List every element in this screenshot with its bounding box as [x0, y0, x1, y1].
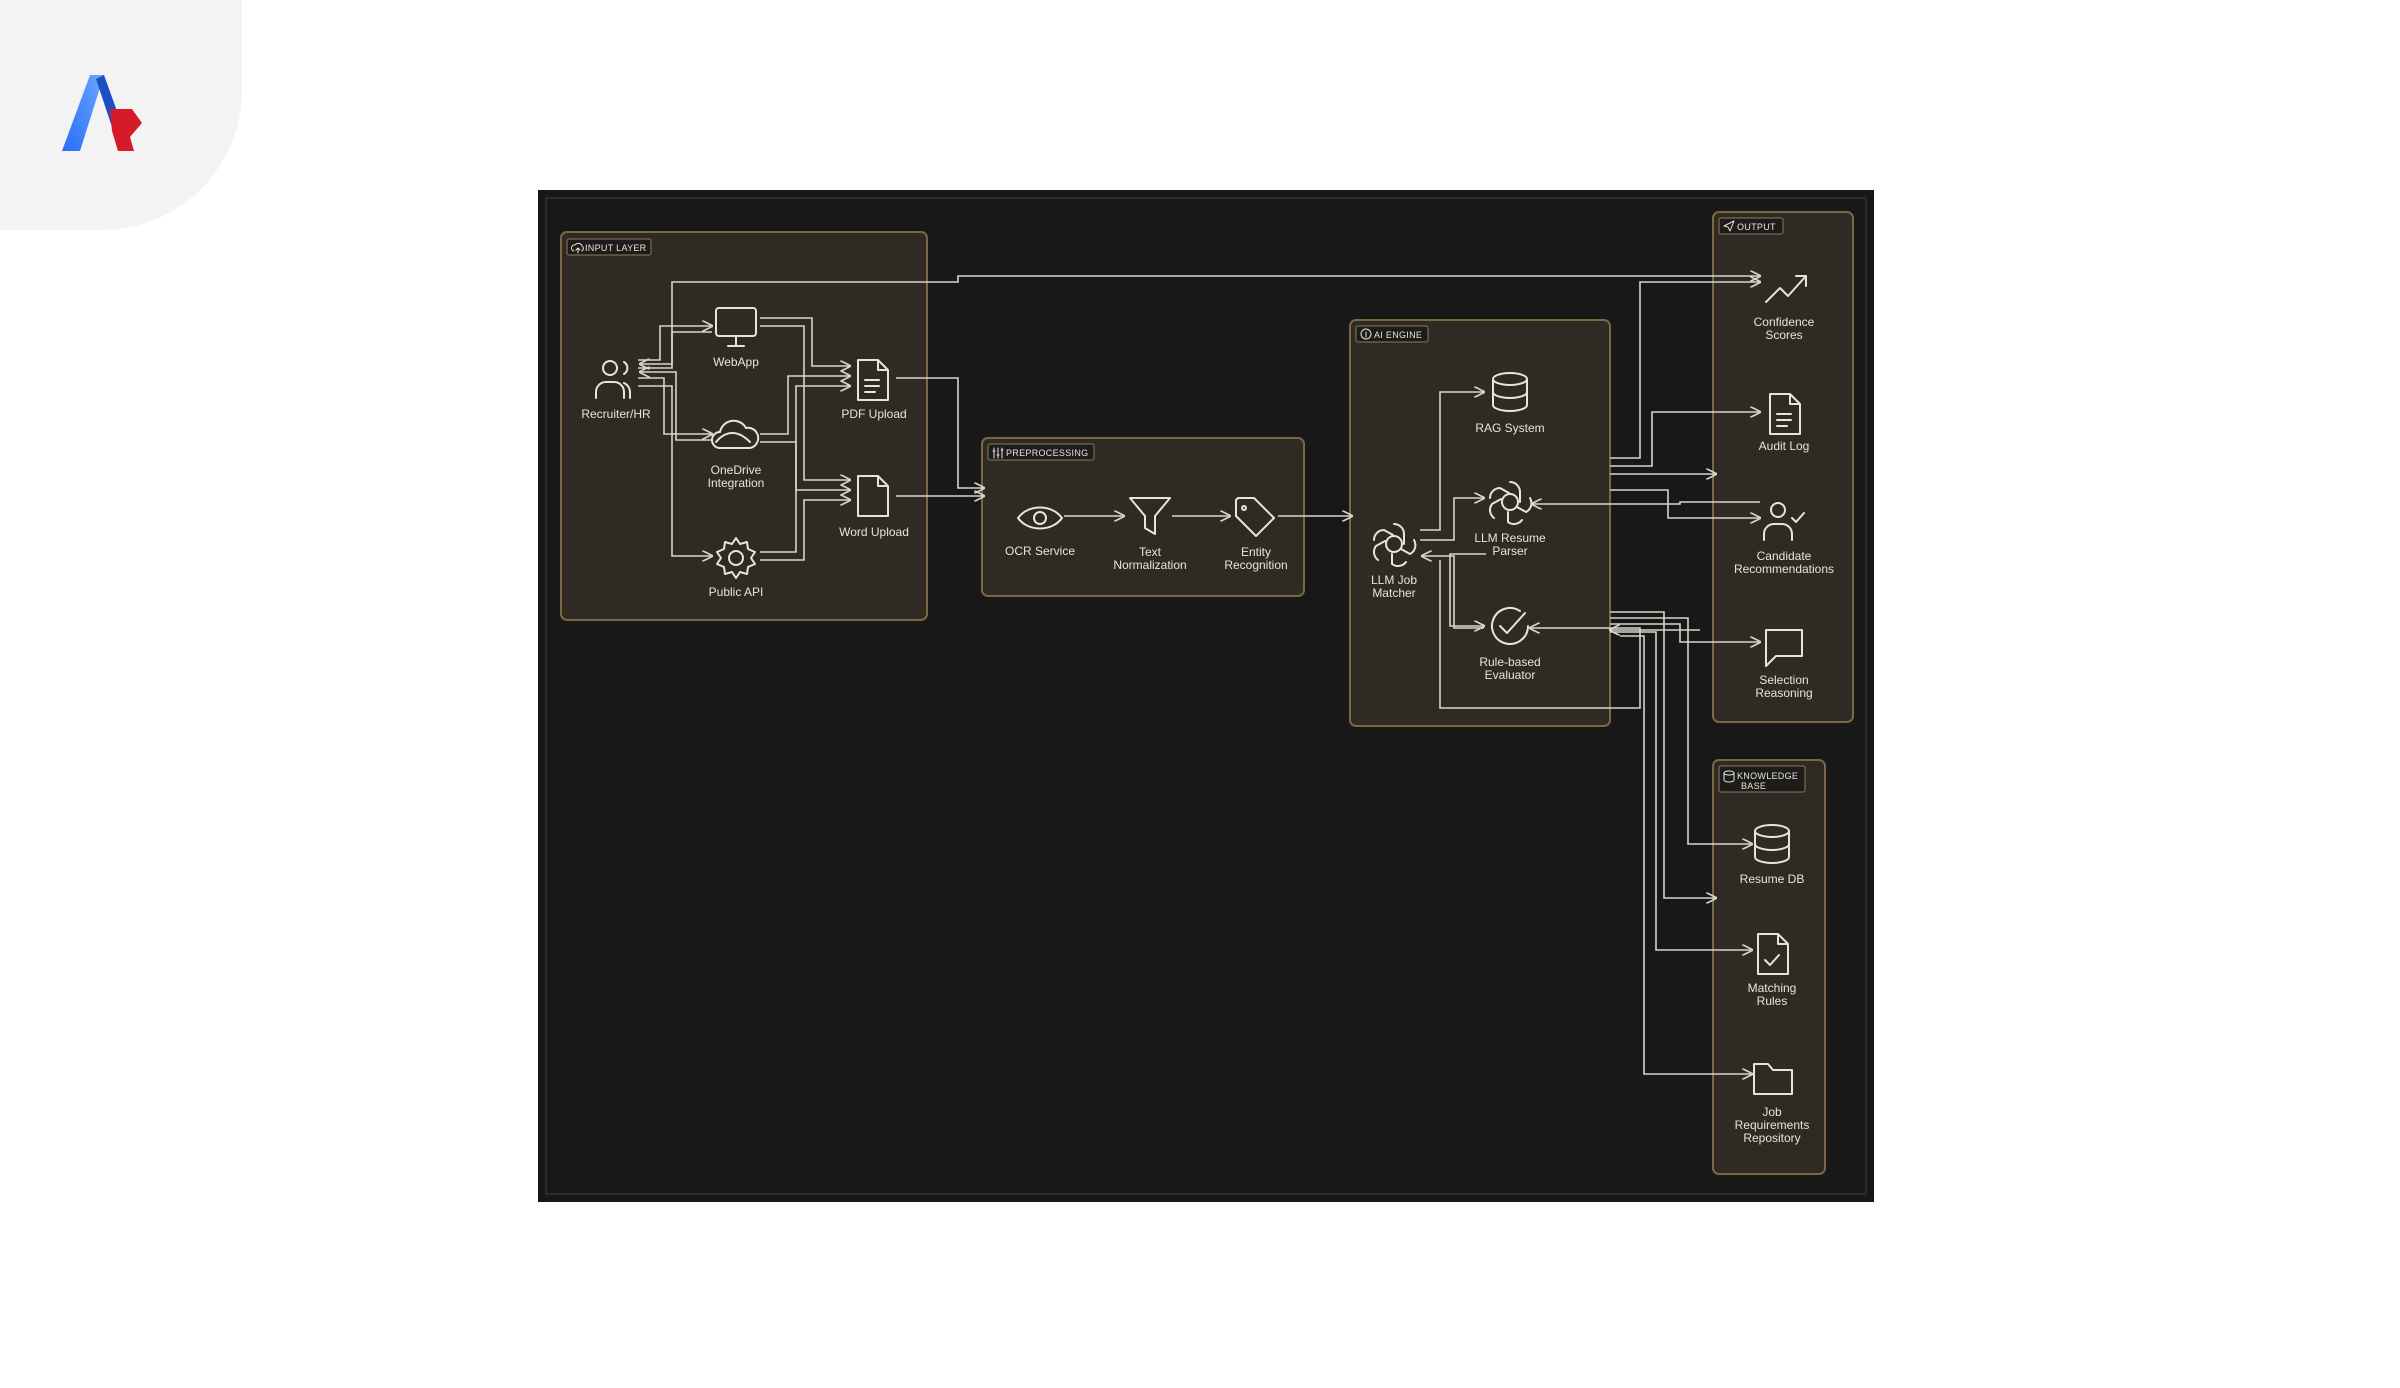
node-label: Matcher: [1372, 586, 1415, 600]
check-circle-icon: [1491, 606, 1529, 645]
message-square-icon: [1765, 629, 1803, 667]
file-icon: [857, 475, 889, 517]
group-title: OUTPUT: [1737, 222, 1776, 232]
node-label: Resume DB: [1740, 872, 1805, 886]
node-matching-rules[interactable]: Matching Rules: [1748, 933, 1797, 1008]
node-label: Rules: [1757, 994, 1788, 1008]
node-label: LLM Job: [1371, 573, 1417, 587]
node-job-requirements-repository[interactable]: Job Requirements Repository: [1735, 1063, 1810, 1145]
node-ocr-service[interactable]: OCR Service: [1005, 506, 1075, 559]
file-check-icon: [1757, 933, 1789, 975]
node-label: PDF Upload: [841, 407, 906, 421]
monitor-icon: [715, 307, 757, 347]
node-selection-reasoning[interactable]: Selection Reasoning: [1755, 629, 1813, 700]
node-label: Evaluator: [1485, 668, 1536, 682]
tag-icon: [1235, 497, 1275, 537]
node-label: Integration: [708, 476, 765, 490]
node-label: Recognition: [1224, 558, 1287, 572]
node-label: Matching: [1748, 981, 1797, 995]
group-ai-engine: AI ENGINE: [1349, 319, 1611, 727]
node-entity-recognition[interactable]: Entity Recognition: [1224, 497, 1288, 572]
diagram-frame: [545, 197, 1867, 1195]
file-text-icon: [1769, 393, 1801, 435]
node-label: OneDrive: [711, 463, 762, 477]
node-webapp[interactable]: WebApp: [713, 307, 759, 369]
node-label: Job: [1762, 1105, 1782, 1119]
node-label: OCR Service: [1005, 544, 1075, 558]
send-icon: [1723, 220, 1735, 232]
group-knowledge-base: KNOWLEDGE BASE: [1712, 759, 1826, 1175]
gear-icon: [716, 537, 756, 579]
node-label: Scores: [1765, 328, 1802, 342]
node-text-normalization[interactable]: Text Normalization: [1113, 497, 1187, 572]
eye-icon: [1017, 506, 1063, 530]
node-label: WebApp: [713, 355, 759, 369]
group-title: KNOWLEDGE: [1737, 771, 1798, 781]
cloud-icon: [711, 419, 760, 449]
node-label: Reasoning: [1755, 686, 1812, 700]
node-rule-based-evaluator[interactable]: Rule-based Evaluator: [1479, 606, 1541, 682]
node-label: Candidate: [1757, 549, 1812, 563]
database-icon: [1723, 770, 1735, 783]
node-recruiter-hr[interactable]: Recruiter/HR: [581, 360, 651, 421]
node-label: Audit Log: [1759, 439, 1810, 453]
database-icon: [1492, 372, 1528, 412]
node-label: Recommendations: [1734, 562, 1834, 576]
trending-up-icon: [1765, 275, 1807, 303]
node-llm-job-matcher[interactable]: LLM Job Matcher: [1371, 523, 1417, 600]
sliders-icon: [992, 447, 1004, 459]
node-audit-log[interactable]: Audit Log: [1759, 393, 1810, 453]
node-confidence-scores[interactable]: Confidence Scores: [1754, 275, 1815, 342]
openai-icon: [1489, 481, 1533, 525]
node-onedrive-integration[interactable]: OneDrive Integration: [708, 419, 765, 490]
node-label: Entity: [1241, 545, 1271, 559]
node-label: Rule-based: [1479, 655, 1540, 669]
group-title: INPUT LAYER: [585, 243, 647, 253]
node-label: Repository: [1743, 1131, 1800, 1145]
connectors: [638, 276, 1760, 1074]
file-text-icon: [857, 359, 889, 401]
node-label: Selection: [1759, 673, 1808, 687]
node-llm-resume-parser[interactable]: LLM Resume Parser: [1474, 481, 1546, 558]
cloud-upload-icon: [570, 242, 584, 254]
node-rag-system[interactable]: RAG System: [1475, 372, 1545, 435]
group-title: PREPROCESSING: [1006, 448, 1088, 458]
database-icon: [1754, 824, 1790, 864]
node-label: Confidence: [1754, 315, 1815, 329]
users-icon: [595, 360, 631, 399]
user-check-icon: [1763, 502, 1805, 541]
node-label: Parser: [1492, 544, 1527, 558]
node-label: Text: [1139, 545, 1162, 559]
openai-icon: [1373, 523, 1417, 567]
group-output: OUTPUT: [1712, 211, 1854, 723]
node-label: LLM Resume: [1474, 531, 1546, 545]
node-label: Recruiter/HR: [581, 407, 651, 421]
node-candidate-recommendations[interactable]: Candidate Recommendations: [1734, 502, 1834, 576]
folder-icon: [1753, 1063, 1793, 1095]
node-pdf-upload[interactable]: PDF Upload: [841, 359, 907, 421]
node-label: Public API: [709, 585, 764, 599]
node-resume-db[interactable]: Resume DB: [1740, 824, 1805, 886]
node-label: Normalization: [1113, 558, 1186, 572]
node-label: Requirements: [1735, 1118, 1810, 1132]
node-public-api[interactable]: Public API: [709, 537, 764, 599]
brand-logo: [62, 75, 142, 151]
group-preprocessing: PREPROCESSING: [981, 437, 1305, 597]
filter-icon: [1129, 497, 1171, 535]
logo-badge: [0, 0, 242, 230]
group-title: AI ENGINE: [1374, 330, 1422, 340]
node-word-upload[interactable]: Word Upload: [839, 475, 909, 539]
node-label: Word Upload: [839, 525, 909, 539]
node-label: RAG System: [1475, 421, 1544, 435]
info-circle-icon: [1360, 328, 1372, 340]
group-title: BASE: [1741, 781, 1766, 791]
